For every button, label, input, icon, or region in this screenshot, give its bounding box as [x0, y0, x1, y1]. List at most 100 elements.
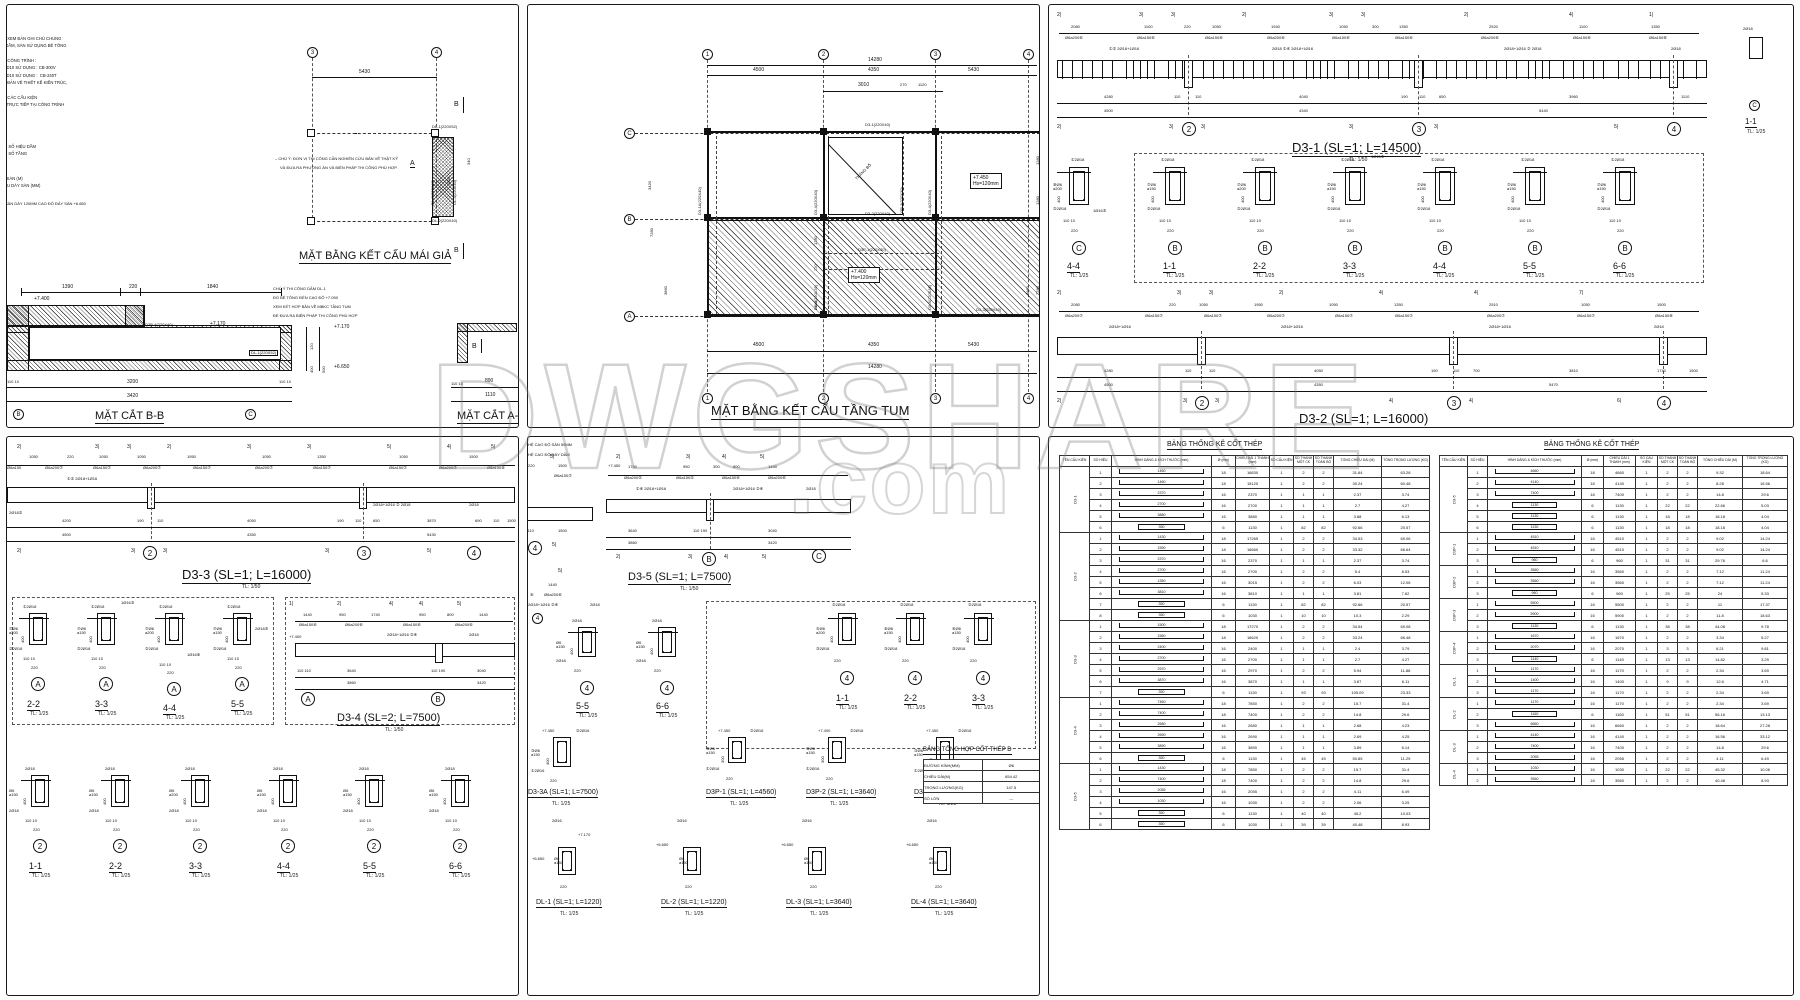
- d34-bubble-a: A: [301, 692, 315, 706]
- rebar-diameter-cell: 6: [1581, 653, 1604, 665]
- member-count-cell: 1: [1635, 554, 1658, 566]
- total-bars-cell: 2: [1313, 620, 1334, 632]
- total-weight-cell: 5.33: [1742, 587, 1788, 599]
- member-count-cell: 1: [1269, 642, 1294, 654]
- column-symbol: [307, 217, 315, 225]
- bars-per-member-cell: 2: [1657, 774, 1678, 786]
- rebar-length-cell: 1160: [1603, 708, 1636, 720]
- grid-bubble-3-top: 3: [930, 49, 941, 60]
- table-header: SỐ THANH TOÀN BỘ: [1677, 455, 1698, 467]
- sec-11-b-box: [1165, 167, 1185, 205]
- total-length-cell: 16.56: [1697, 730, 1743, 742]
- bars-per-member-cell: 2: [1657, 719, 1678, 731]
- rebar-diameter-cell: 6: [1581, 554, 1604, 566]
- section-note-1: CHÚ Ý THI CÔNG DẦM DL-1: [273, 286, 326, 291]
- total-length-cell: 4.11: [1333, 785, 1382, 797]
- rebar-diameter-cell: 16: [1581, 719, 1604, 731]
- total-length-cell: 3.89: [1333, 741, 1382, 753]
- rebar-length-cell: 2055: [1603, 752, 1636, 764]
- d31-dim-2520: 2520: [1489, 24, 1498, 29]
- total-bars-cell: 82: [1313, 598, 1334, 610]
- summary-title: BẢNG TỔNG HỢP CỐT THÉP D: [923, 747, 1012, 755]
- rebar-length-cell: 4510: [1603, 532, 1636, 544]
- sec-55-a-bubble: A: [235, 677, 249, 691]
- sec-11-b-scale: TL: 1/25: [1166, 273, 1185, 279]
- total-weight-cell: 2.29: [1381, 609, 1430, 621]
- rebar-length-cell: 1130: [1235, 521, 1270, 533]
- rebar-no-cell: 2: [1467, 774, 1488, 786]
- member-count-cell: 1: [1635, 708, 1658, 720]
- d31-bdim-110c: 110: [1419, 94, 1426, 99]
- bm-sec-55-scale: TL: 1/25: [579, 713, 598, 719]
- rebar-diameter-cell: 18: [1211, 532, 1236, 544]
- rebar-shape-cell: 350: [1111, 807, 1212, 819]
- d34-column: [435, 643, 443, 663]
- label-d31a: D3-1A(220X40): [697, 187, 702, 215]
- rebar-no-cell: 2: [1089, 543, 1112, 555]
- rebar-length-cell: 3890: [1235, 741, 1270, 753]
- total-length-cell: 92.66: [1333, 598, 1382, 610]
- member-count-cell: 1: [1635, 510, 1658, 522]
- total-weight-cell: 6.13: [1381, 510, 1430, 522]
- rebar-no-cell: 3: [1467, 752, 1488, 764]
- d3p2-box: [828, 737, 846, 763]
- sec-beam-bottom: [7, 360, 292, 371]
- sec-22-b-box: [1255, 167, 1275, 205]
- member-name-cell: D3-3: [1059, 620, 1090, 698]
- d31-bubble-2: 2: [1182, 122, 1196, 136]
- d32-stirrup-3: Ø6a150⑦: [1204, 313, 1222, 318]
- bars-per-member-cell: 2: [1293, 774, 1314, 786]
- total-length-cell: 8.28: [1697, 477, 1743, 489]
- member-count-cell: 1: [1269, 466, 1294, 478]
- d33-bdim-5430: 5430: [427, 532, 436, 537]
- table-header: SỐ THANH MỘT CK: [1293, 455, 1314, 467]
- summary-value-cell: ---: [981, 792, 1039, 804]
- table-header: SỐ CẤU KIỆN: [1635, 455, 1658, 467]
- table-header: SỐ HIỆU: [1089, 455, 1112, 467]
- summary-row: SỐ LỚN---: [923, 792, 1039, 804]
- member-count-cell: 1: [1635, 730, 1658, 742]
- rebar-shape-cell: 3810: [1111, 587, 1212, 599]
- rebar-no-cell: 1: [1089, 620, 1112, 632]
- d31-dim-1100b: 1100: [1579, 24, 1588, 29]
- dim-3860-right: 3860: [1025, 286, 1030, 295]
- rebar-no-cell: 6: [1089, 752, 1112, 764]
- total-bars-cell: 1: [1313, 730, 1334, 742]
- bars-per-member-cell: 2: [1293, 664, 1314, 676]
- member-count-cell: 1: [1269, 477, 1294, 489]
- member-count-cell: 1: [1635, 741, 1658, 753]
- rebar-length-cell: 1130: [1235, 598, 1270, 610]
- rebar-diameter-cell: 16: [1211, 565, 1236, 577]
- bars-per-member-cell: 31: [1657, 554, 1678, 566]
- panel-roof-structure-plan: U XEM BẢN GHI CHÚ CHUNG I DẦM, SÀN SỬ DỤ…: [6, 4, 519, 428]
- grid-bubble-4: 4: [431, 47, 442, 58]
- rebar-length-cell: 2370: [1235, 554, 1270, 566]
- bars-per-member-cell: 1: [1293, 499, 1314, 511]
- rebar-no-cell: 1: [1467, 466, 1488, 478]
- total-length-cell: 34.53: [1333, 532, 1382, 544]
- total-bars-cell: 10: [1313, 609, 1334, 621]
- d34-box: [285, 597, 515, 725]
- total-length-cell: 31.64: [1333, 466, 1382, 478]
- dl2-level-top: +6.650: [656, 842, 669, 847]
- total-length-cell: 33.24: [1333, 631, 1382, 643]
- d34-bubble-b: B: [431, 692, 445, 706]
- rebar-shape-cell: 4140: [1487, 730, 1582, 742]
- member-count-cell: 1: [1635, 664, 1658, 676]
- dim-120: 120: [309, 343, 314, 350]
- rebar-diameter-cell: 16: [1581, 598, 1604, 610]
- d3p1-box: [728, 737, 746, 763]
- sec2-22-id: 2-2: [109, 861, 123, 873]
- total-bars-cell: 2: [1677, 774, 1698, 786]
- level-7170-right: +7.170: [334, 324, 350, 330]
- dim-1280-right-2: 1280: [1035, 196, 1040, 205]
- small-beams-box: [706, 601, 1036, 749]
